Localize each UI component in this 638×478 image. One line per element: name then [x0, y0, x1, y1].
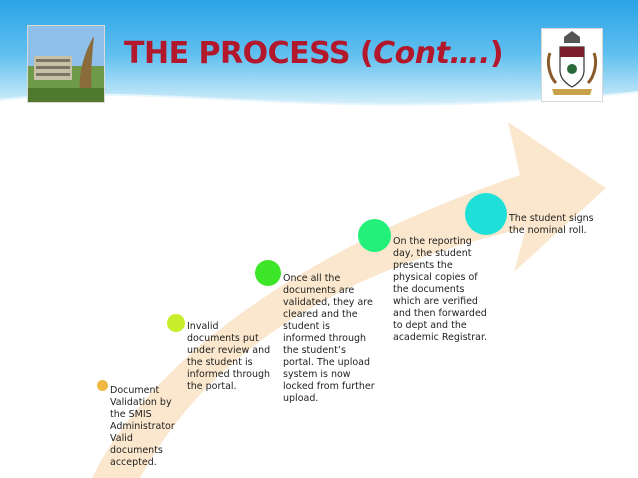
step-1-text: Document Validation by the SMIS Administ… [110, 385, 175, 468]
step-4-text: On the reporting day, the student presen… [393, 236, 488, 343]
university-crest-logo [541, 28, 603, 102]
step-1-marker [97, 380, 108, 391]
step-4-marker [358, 219, 391, 252]
step-3-marker [255, 260, 281, 286]
campus-photo [27, 25, 105, 103]
step-5-marker [465, 193, 507, 235]
step-3-text: Once all the documents are validated, th… [283, 273, 375, 404]
title-italic: Cont…. [373, 36, 490, 71]
title-end: ) [489, 36, 504, 71]
step-5-text: The student signs the nominal roll. [509, 213, 594, 236]
step-2-marker [167, 314, 185, 332]
title-main: THE PROCESS ( [124, 36, 374, 71]
slide-title: THE PROCESS (Cont….) [124, 36, 544, 71]
step-2-text: Invalid documents put under review and t… [187, 321, 271, 392]
